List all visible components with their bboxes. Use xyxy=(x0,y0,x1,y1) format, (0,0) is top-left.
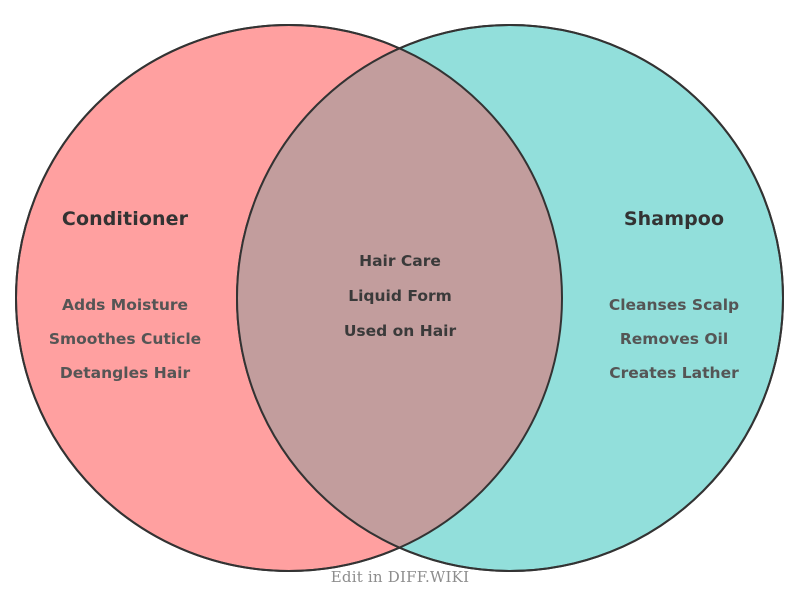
set-circle-right-outline xyxy=(236,24,784,572)
set-circle-left-outline xyxy=(15,24,563,572)
set-intersection-region[interactable] xyxy=(237,25,783,571)
